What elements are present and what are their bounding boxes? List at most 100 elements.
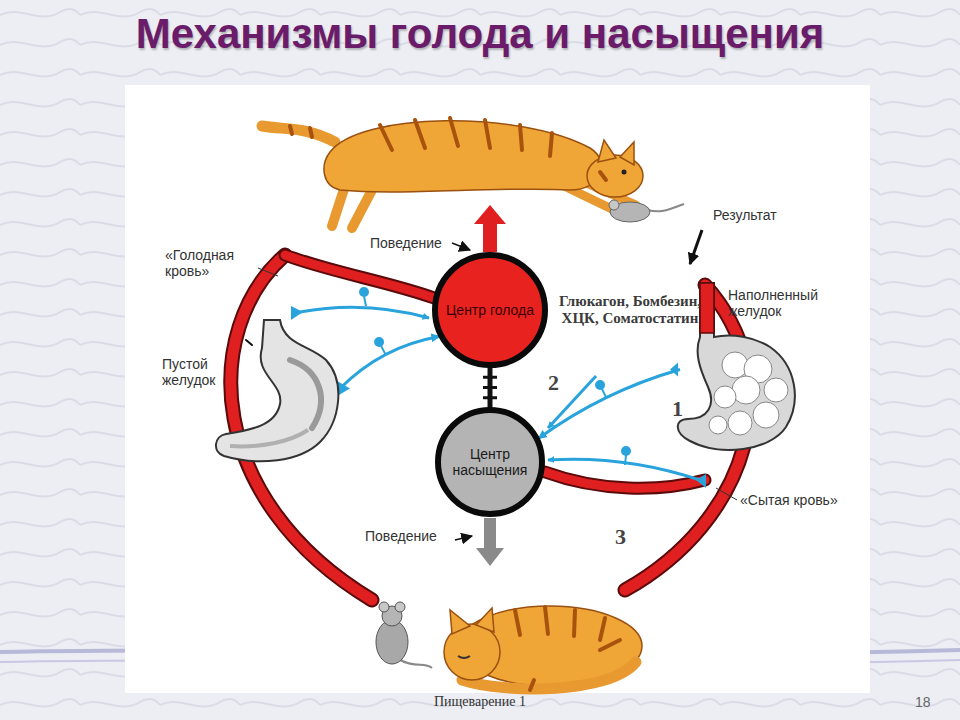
mouse-part	[609, 200, 619, 210]
synapse-stem	[602, 389, 606, 398]
leaping-cat-part-part	[450, 118, 458, 146]
behaviour-label: Поведение	[365, 528, 455, 544]
blood-vessels-part	[285, 255, 434, 298]
satiety-center: Центр насыщения	[435, 407, 545, 517]
leaping-cat-part-part	[485, 120, 490, 148]
leaping-cat-part	[324, 121, 602, 192]
signal-arrow	[539, 370, 680, 439]
center-circle-outline	[435, 255, 545, 365]
sitting-mouse-part	[400, 660, 432, 668]
behaviour-arrows-part	[476, 548, 504, 566]
stomach-shape-part-part	[732, 376, 760, 404]
blood-vessels-part	[285, 255, 434, 298]
sleeping-cat-part-part	[530, 680, 534, 690]
center-label: Центр насыщения	[447, 446, 533, 478]
behaviour-arrows-part	[452, 243, 470, 250]
center-text: Центр насыщения	[435, 407, 545, 517]
center-text: Центр голода	[432, 252, 548, 368]
sitting-mouse-part	[395, 602, 405, 612]
sleeping-cat-part-part	[600, 640, 620, 650]
sleeping-cat-part	[515, 607, 620, 690]
signal-arrows-part	[548, 459, 700, 480]
leaping-cat-part	[332, 186, 345, 226]
sleeping-cat	[444, 606, 642, 690]
sleeping-cat-part-part	[545, 607, 548, 634]
stomach-shape-part	[290, 360, 321, 428]
stomach-shape-part-part	[728, 411, 752, 435]
result-arrow	[690, 230, 702, 264]
leaping-cat-part	[620, 142, 634, 165]
behaviour-arrows-part	[483, 222, 497, 252]
signal-arrows-part	[300, 307, 429, 318]
leaping-cat-part-part	[380, 125, 392, 150]
sleeping-cat-part-part	[515, 610, 520, 635]
stomach-label: Пустой желудок	[162, 356, 246, 388]
sleeping-cat-part	[450, 610, 470, 634]
blood-vessels-part	[246, 340, 252, 345]
center-label: Центр голода	[446, 302, 534, 318]
hormone-list: Глюкагон, Бомбезин, ХЦК, Соматостатин	[555, 293, 705, 328]
leaping-cat-part-part	[415, 120, 425, 148]
stomach-shape-part	[230, 430, 308, 446]
sitting-mouse	[376, 602, 432, 668]
behaviour-label: Поведение	[370, 235, 460, 251]
leaping-cat-part-part	[550, 133, 552, 156]
leaping-cat-part	[290, 118, 606, 180]
receptor-marks-part	[696, 474, 706, 488]
leaping-cat-part	[352, 190, 372, 228]
stomach-shape-part	[700, 283, 714, 333]
leader-lines-part	[258, 268, 278, 276]
link-tooth	[483, 386, 497, 389]
callout-number: 1	[672, 396, 692, 421]
stomach-shape-part-part	[764, 378, 788, 402]
sitting-mouse-part	[376, 620, 408, 664]
empty-stomach: Пустой желудок	[250, 330, 340, 460]
connector	[338, 336, 439, 395]
leaping-cat-part	[262, 126, 335, 142]
mouse-part	[648, 204, 684, 211]
result-label: Результат	[713, 207, 813, 223]
sleeping-cat-part	[458, 656, 470, 658]
leaping-cat-part-part	[520, 125, 522, 150]
signal-arrows-part	[359, 287, 369, 297]
full-stomach: Наполненный желудок	[680, 335, 800, 450]
blood-label: «Голодная кровь»	[165, 247, 270, 279]
sleeping-cat-part	[476, 608, 494, 632]
center-circle-outline	[438, 410, 542, 514]
stomach-shape	[250, 330, 340, 460]
signal-arrows-part	[364, 296, 366, 306]
leader-lines-part	[716, 488, 737, 500]
synapse-knob	[374, 337, 384, 347]
stomach-shape-part-part	[709, 416, 727, 434]
signal-arrows-part	[625, 455, 626, 465]
stomach-label: Наполненный желудок	[728, 287, 868, 319]
behaviour-arrows-part	[474, 205, 506, 224]
hunger-center: Центр голода	[432, 252, 548, 368]
page-number: 18	[915, 694, 945, 710]
leaping-cat-part-part	[310, 128, 312, 137]
diagram-panel	[125, 85, 870, 693]
link-tooth	[483, 396, 497, 399]
behaviour-arrows-part	[455, 536, 472, 540]
connector	[483, 367, 497, 408]
stomach-shape-part	[709, 352, 788, 435]
slide-title: Механизмы голода и насыщения	[0, 10, 960, 58]
leaping-cat-part-part	[290, 126, 292, 134]
synapse-knob	[595, 380, 605, 390]
signal-arrow	[340, 336, 439, 388]
sitting-mouse-part	[379, 602, 389, 612]
behaviour-arrows-part	[484, 518, 496, 550]
connector	[539, 363, 680, 439]
sleeping-cat-part-part	[574, 610, 575, 636]
stomach-shape-part-part	[714, 386, 736, 408]
leaping-cat-part-part	[600, 172, 606, 180]
receptor-mark	[670, 363, 678, 377]
stomach-shape	[680, 335, 800, 450]
signal-arrows-part	[621, 446, 631, 456]
stomach-shape-part	[216, 320, 338, 461]
leaping-cat-part	[598, 140, 616, 162]
receptor-marks-part	[291, 306, 303, 320]
blood-label: «Сытая кровь»	[740, 492, 850, 508]
